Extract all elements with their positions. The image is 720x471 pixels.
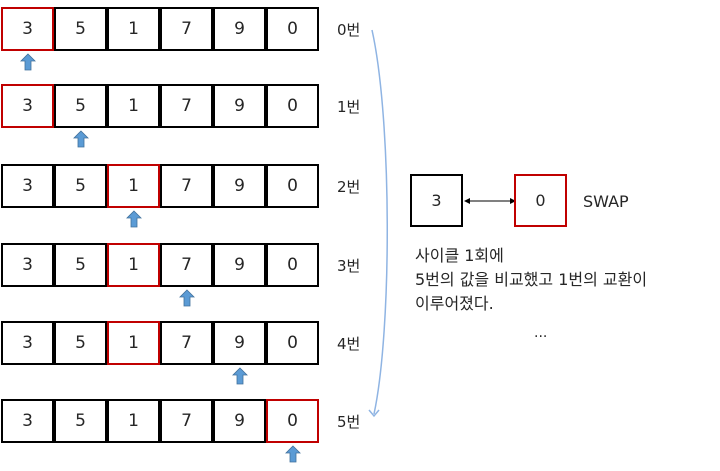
pointer-arrow-icon xyxy=(178,289,195,307)
array-cell: 3 xyxy=(1,84,54,128)
array-cell: 3 xyxy=(1,243,54,287)
array-cell: 3 xyxy=(1,7,54,51)
step-label: 1번 xyxy=(337,98,361,116)
step-label: 5번 xyxy=(337,413,361,431)
array-cell: 7 xyxy=(160,7,213,51)
cell-value: 5 xyxy=(75,19,86,39)
array-cell: 5 xyxy=(54,399,107,443)
cell-value: 5 xyxy=(75,176,86,196)
array-cell: 7 xyxy=(160,399,213,443)
array-cell: 3 xyxy=(1,321,54,365)
step-label: 2번 xyxy=(337,178,361,196)
swap-right-value: 0 xyxy=(535,191,546,210)
cell-value: 5 xyxy=(75,333,86,353)
cell-value: 1 xyxy=(128,255,139,275)
description-line-1: 사이클 1회에 xyxy=(415,246,504,265)
array-cell: 1 xyxy=(107,399,160,443)
array-cell: 0 xyxy=(266,84,319,128)
ellipsis: ... xyxy=(534,325,548,341)
array-cell: 5 xyxy=(54,243,107,287)
array-cell: 9 xyxy=(213,321,266,365)
cell-value: 0 xyxy=(287,176,298,196)
cell-value: 0 xyxy=(287,19,298,39)
array-cell: 0 xyxy=(266,243,319,287)
cell-value: 3 xyxy=(22,411,33,431)
cell-value: 5 xyxy=(75,96,86,116)
array-cell: 1 xyxy=(107,7,160,51)
cell-value: 0 xyxy=(287,96,298,116)
array-cell: 5 xyxy=(54,7,107,51)
cell-value: 3 xyxy=(22,333,33,353)
cell-value: 0 xyxy=(287,333,298,353)
swap-right-box: 0 xyxy=(514,174,567,227)
step-label: 3번 xyxy=(337,257,361,275)
cell-value: 5 xyxy=(75,255,86,275)
array-cell: 0 xyxy=(266,164,319,208)
cell-value: 1 xyxy=(128,411,139,431)
cell-value: 0 xyxy=(287,255,298,275)
cycle-brace-arrowhead xyxy=(368,409,380,418)
array-cell: 0 xyxy=(266,321,319,365)
array-cell: 3 xyxy=(1,399,54,443)
pointer-arrow-icon xyxy=(125,210,142,228)
array-cell: 9 xyxy=(213,243,266,287)
array-cell: 7 xyxy=(160,243,213,287)
array-cell: 5 xyxy=(54,164,107,208)
cell-value: 3 xyxy=(22,19,33,39)
cycle-brace-curve xyxy=(371,29,388,415)
cell-value: 9 xyxy=(234,176,245,196)
array-cell: 5 xyxy=(54,84,107,128)
step-label: 0번 xyxy=(337,21,361,39)
array-cell: 1 xyxy=(107,164,160,208)
array-cell: 9 xyxy=(213,84,266,128)
array-cell: 7 xyxy=(160,164,213,208)
array-cell: 1 xyxy=(107,243,160,287)
cell-value: 5 xyxy=(75,411,86,431)
cell-value: 7 xyxy=(181,19,192,39)
swap-left-value: 3 xyxy=(431,191,442,210)
description-line-2: 5번의 값을 비교했고 1번의 교환이 xyxy=(415,270,648,289)
array-cell: 9 xyxy=(213,7,266,51)
swap-label: SWAP xyxy=(583,192,629,211)
cell-value: 3 xyxy=(22,255,33,275)
pointer-arrow-icon xyxy=(231,367,248,385)
description-line-3: 이루어졌다. xyxy=(415,294,494,313)
array-cell: 7 xyxy=(160,84,213,128)
array-cell: 0 xyxy=(266,399,319,443)
array-cell: 1 xyxy=(107,84,160,128)
array-cell: 9 xyxy=(213,399,266,443)
cell-value: 7 xyxy=(181,255,192,275)
cell-value: 1 xyxy=(128,333,139,353)
swap-left-box: 3 xyxy=(410,174,463,227)
array-cell: 7 xyxy=(160,321,213,365)
array-cell: 0 xyxy=(266,7,319,51)
cell-value: 1 xyxy=(128,19,139,39)
step-label: 4번 xyxy=(337,335,361,353)
swap-arrowhead-left xyxy=(464,198,470,204)
pointer-arrow-icon xyxy=(19,53,36,71)
array-cell: 9 xyxy=(213,164,266,208)
cell-value: 0 xyxy=(287,411,298,431)
cell-value: 1 xyxy=(128,96,139,116)
cell-value: 7 xyxy=(181,96,192,116)
pointer-arrow-icon xyxy=(72,130,89,148)
cell-value: 3 xyxy=(22,96,33,116)
cell-value: 9 xyxy=(234,255,245,275)
array-cell: 3 xyxy=(1,164,54,208)
cell-value: 9 xyxy=(234,19,245,39)
cell-value: 1 xyxy=(128,176,139,196)
array-cell: 1 xyxy=(107,321,160,365)
cell-value: 9 xyxy=(234,333,245,353)
cell-value: 7 xyxy=(181,411,192,431)
array-cell: 5 xyxy=(54,321,107,365)
pointer-arrow-icon xyxy=(284,445,301,463)
cell-value: 7 xyxy=(181,176,192,196)
cell-value: 3 xyxy=(22,176,33,196)
cell-value: 7 xyxy=(181,333,192,353)
cell-value: 9 xyxy=(234,411,245,431)
cell-value: 9 xyxy=(234,96,245,116)
